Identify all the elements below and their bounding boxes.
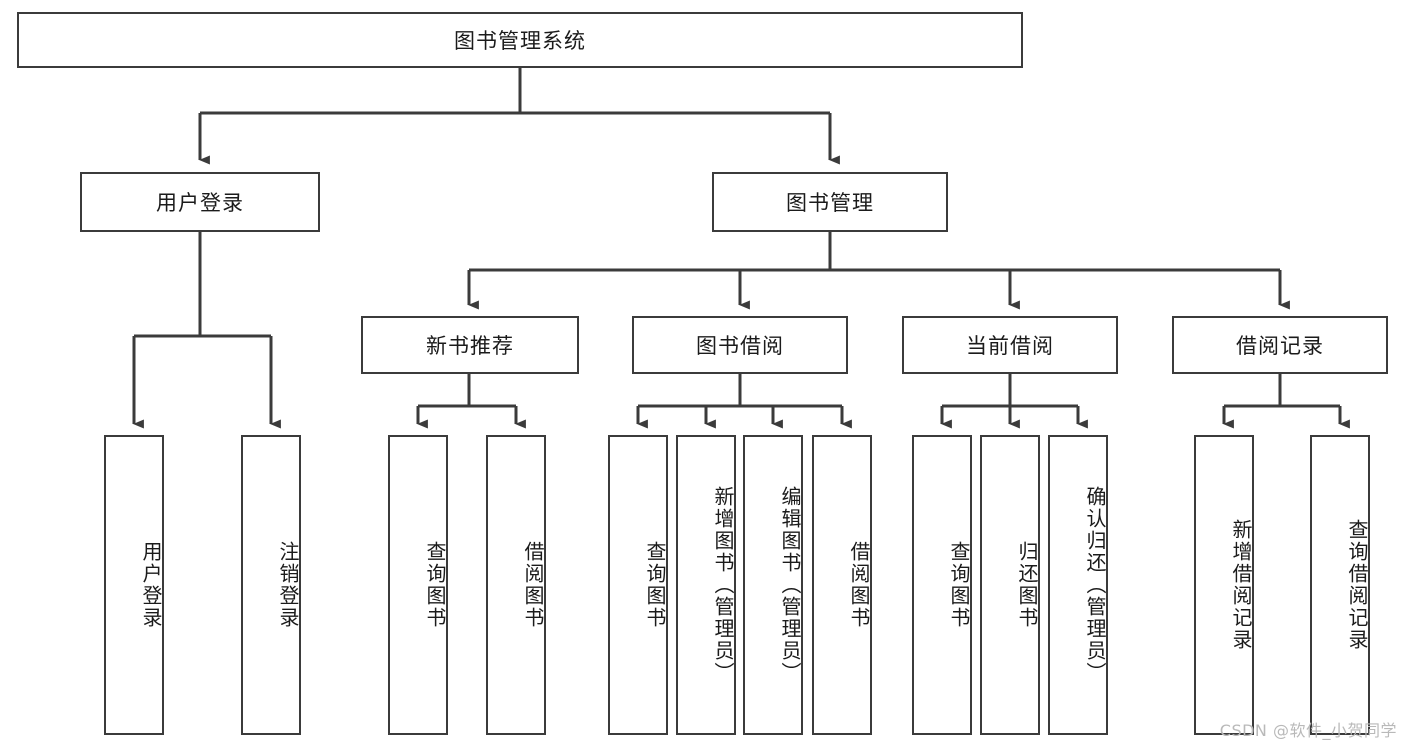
leaf-edit-book-admin[interactable]: 编辑图书（管理员） (743, 435, 803, 735)
node-root-system[interactable]: 图书管理系统 (17, 12, 1023, 68)
node-label: 确认归还（管理员） (1083, 486, 1107, 684)
node-label: 用户登录 (139, 541, 163, 629)
leaf-return-book[interactable]: 归还图书 (980, 435, 1040, 735)
node-label: 借阅图书 (521, 541, 545, 629)
leaf-borrow-book-recommend[interactable]: 借阅图书 (486, 435, 546, 735)
node-borrow-record[interactable]: 借阅记录 (1172, 316, 1388, 374)
leaf-query-book-current[interactable]: 查询图书 (912, 435, 972, 735)
watermark-text: CSDN @软件_小贺同学 (1219, 721, 1397, 740)
node-user-login[interactable]: 用户登录 (80, 172, 320, 232)
node-label: 新书推荐 (426, 334, 514, 358)
node-current-borrow[interactable]: 当前借阅 (902, 316, 1118, 374)
node-label: 新增借阅记录 (1229, 519, 1253, 651)
node-label: 当前借阅 (966, 334, 1054, 358)
node-label: 查询借阅记录 (1345, 519, 1369, 651)
node-label: 借阅图书 (847, 541, 871, 629)
leaf-confirm-return-admin[interactable]: 确认归还（管理员） (1048, 435, 1108, 735)
node-label: 查询图书 (643, 541, 667, 629)
node-label: 图书借阅 (696, 334, 784, 358)
node-new-book-recommend[interactable]: 新书推荐 (361, 316, 579, 374)
node-label: 图书管理 (786, 191, 874, 215)
node-label: 查询图书 (947, 541, 971, 629)
node-label: 新增图书（管理员） (711, 486, 735, 684)
leaf-borrow-book[interactable]: 借阅图书 (812, 435, 872, 735)
leaf-query-book-recommend[interactable]: 查询图书 (388, 435, 448, 735)
leaf-user-login[interactable]: 用户登录 (104, 435, 164, 735)
leaf-query-book-borrow[interactable]: 查询图书 (608, 435, 668, 735)
node-label: 归还图书 (1015, 541, 1039, 629)
leaf-query-borrow-record[interactable]: 查询借阅记录 (1310, 435, 1370, 735)
node-label: 借阅记录 (1236, 334, 1324, 358)
leaf-user-logout[interactable]: 注销登录 (241, 435, 301, 735)
node-book-manage[interactable]: 图书管理 (712, 172, 948, 232)
node-label: 用户登录 (156, 191, 244, 215)
node-label: 注销登录 (276, 541, 300, 629)
node-label: 图书管理系统 (454, 29, 586, 53)
node-label: 编辑图书（管理员） (778, 486, 802, 684)
node-label: 查询图书 (423, 541, 447, 629)
leaf-add-borrow-record[interactable]: 新增借阅记录 (1194, 435, 1254, 735)
node-book-borrow[interactable]: 图书借阅 (632, 316, 848, 374)
leaf-add-book-admin[interactable]: 新增图书（管理员） (676, 435, 736, 735)
